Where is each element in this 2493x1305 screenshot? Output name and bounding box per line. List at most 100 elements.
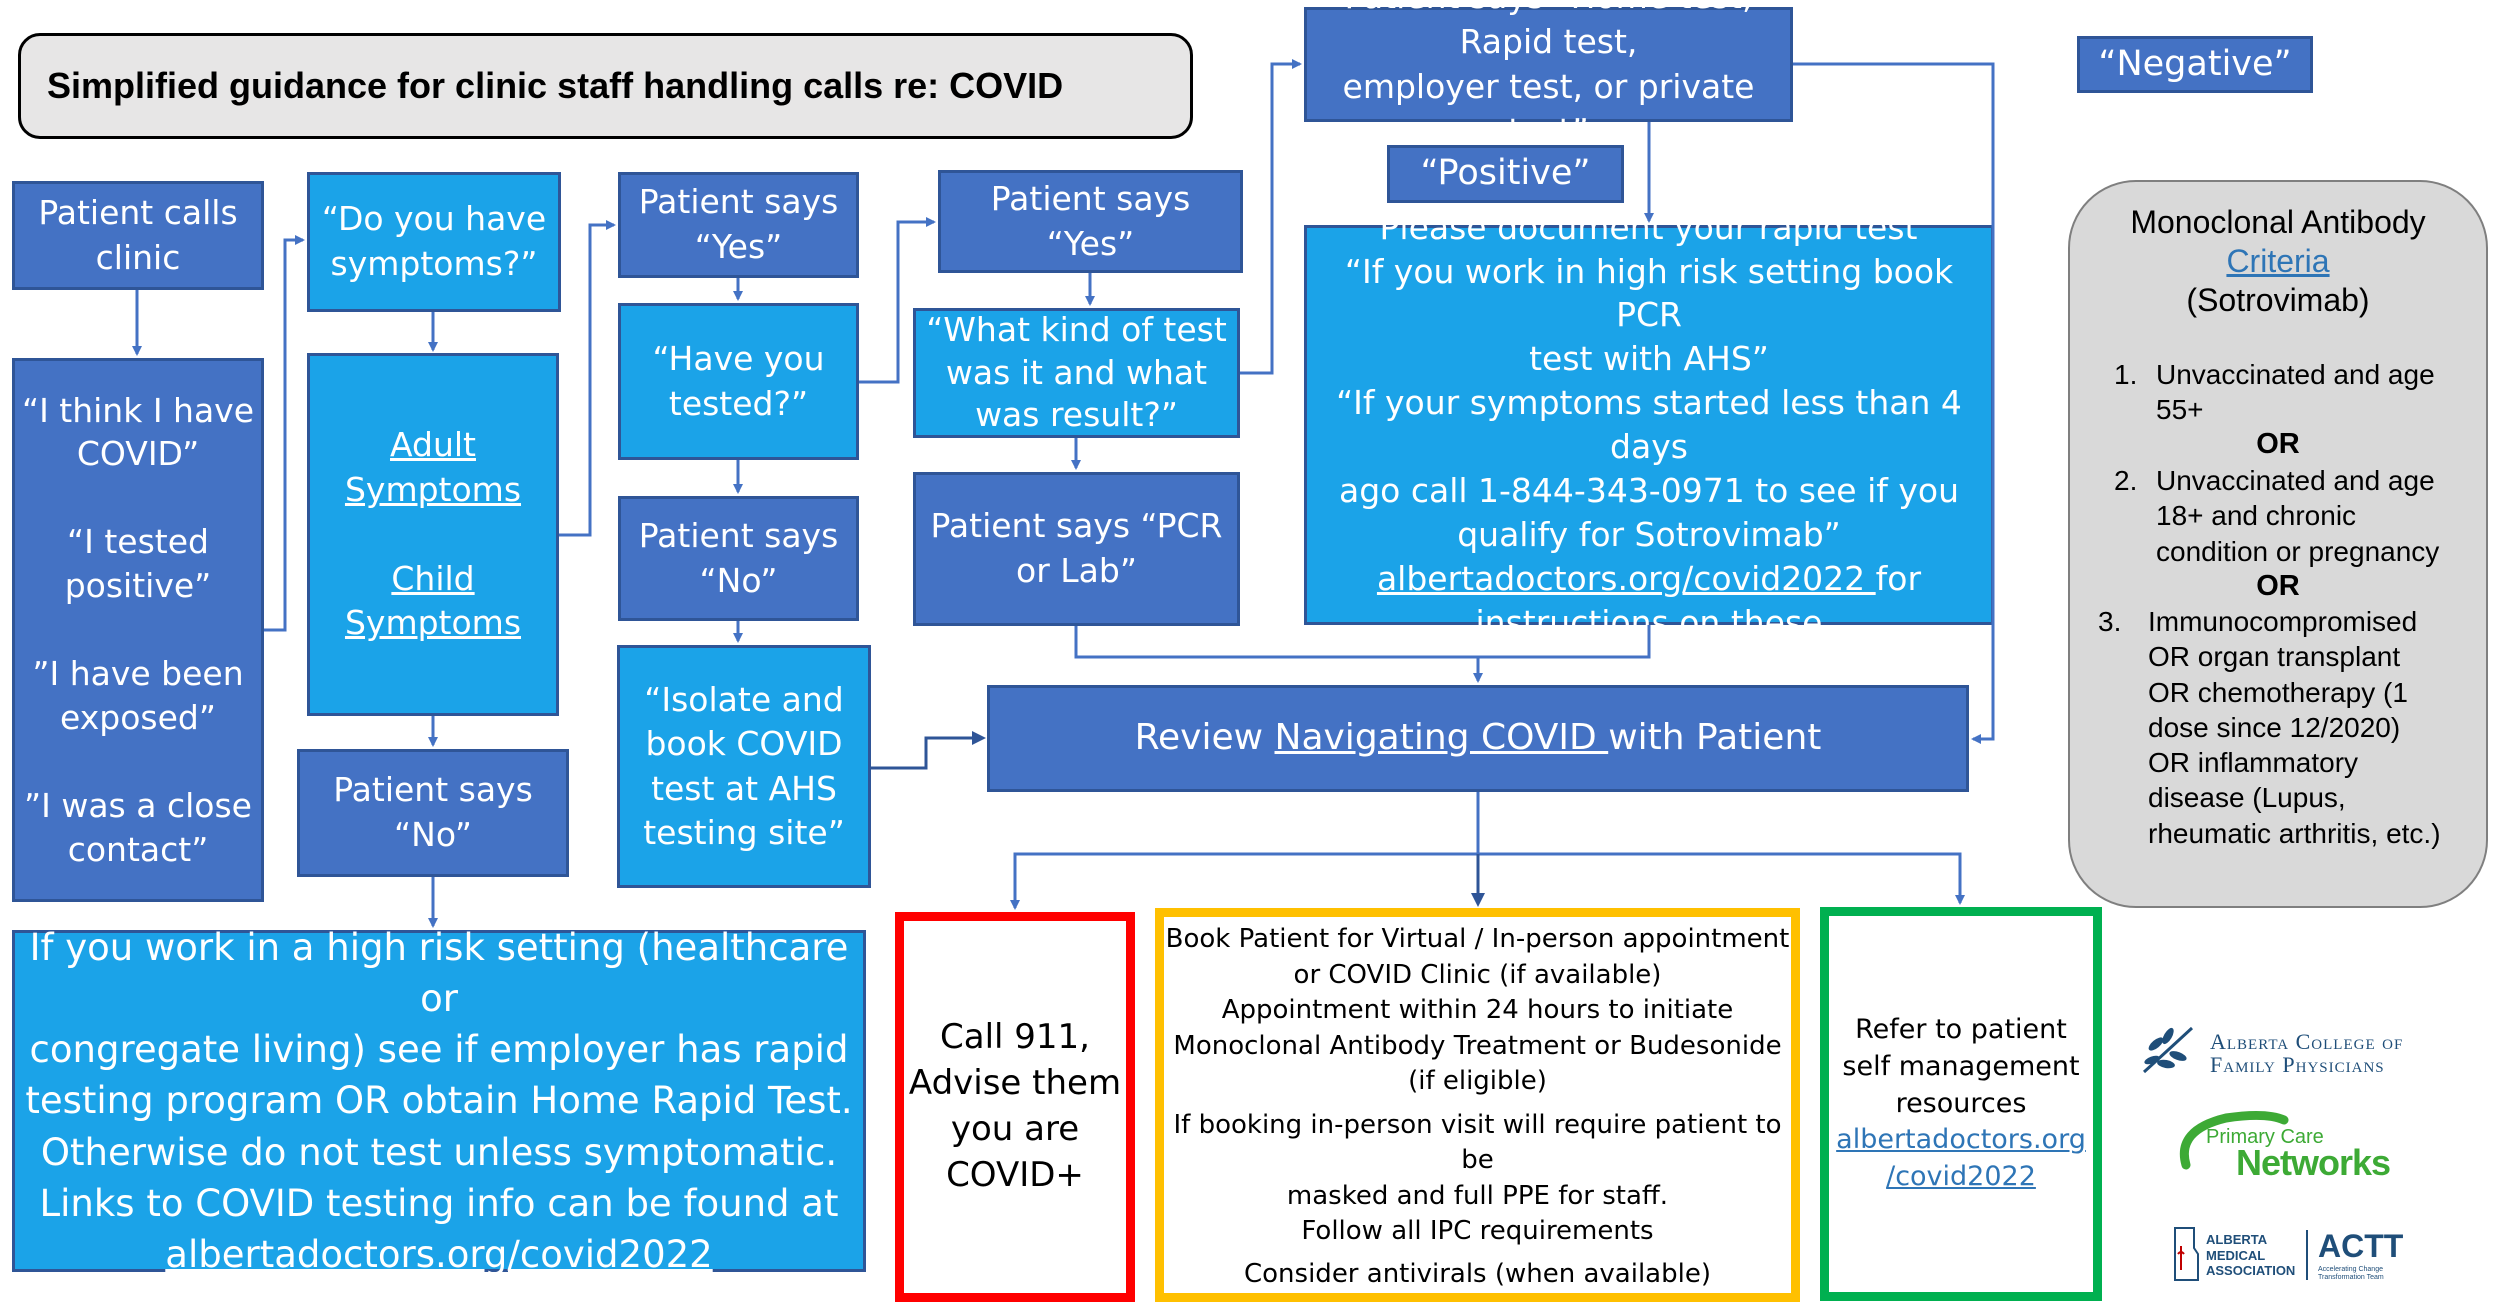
pcr-or-lab-line: Patient says “PCR bbox=[930, 506, 1223, 546]
child-symptoms-link[interactable]: Symptoms bbox=[344, 603, 522, 643]
arrow-document-to-review bbox=[1478, 625, 1651, 659]
albertadoctors-link[interactable]: albertadoctors.org/covid2022 bbox=[165, 1232, 713, 1276]
self-management-link[interactable]: /covid2022 bbox=[1886, 1161, 2036, 1193]
call-911-box: Call 911, Advise them you are COVID+ bbox=[895, 912, 1135, 1302]
document-line: “If you work in high risk setting book P… bbox=[1344, 251, 1954, 335]
book-line: If booking in-person visit will require … bbox=[1173, 1109, 1782, 1176]
criteria-line: condition or pregnancy bbox=[2156, 535, 2440, 567]
criteria-number: 2. bbox=[2114, 465, 2138, 496]
call-911-line: Call 911, bbox=[940, 1017, 1090, 1058]
call-911-line: you are bbox=[950, 1109, 1080, 1149]
arrow-home-to-review bbox=[1793, 62, 1995, 744]
book-appointment-box: Book Patient for Virtual / In-person app… bbox=[1155, 908, 1800, 1302]
arrow-review-to-red bbox=[1010, 852, 1478, 910]
book-line: or COVID Clinic (if available) bbox=[1293, 959, 1662, 990]
patient-says-yes-line: “Yes” bbox=[694, 227, 783, 266]
pcn-logo-line: Networks bbox=[2236, 1142, 2391, 1183]
criteria-line: 18+ and chronic bbox=[2156, 500, 2357, 532]
patient-says-yes-box-1: Patient says “Yes” bbox=[618, 172, 859, 278]
criteria-line: Unvaccinated and age bbox=[2156, 359, 2435, 390]
have-you-tested-box: “Have you tested?” bbox=[618, 303, 859, 460]
review-prefix: Review bbox=[1134, 717, 1275, 759]
statement-line: exposed” bbox=[60, 697, 216, 737]
ama-logo-line: ASSOCIATION bbox=[2206, 1263, 2296, 1279]
criteria-line: Immunocompromised bbox=[2148, 606, 2418, 637]
statement-line: COVID” bbox=[76, 434, 200, 474]
document-line: test with AHS” bbox=[1529, 339, 1769, 379]
adult-symptoms-link[interactable]: Symptoms bbox=[344, 469, 522, 509]
book-line: (if eligible) bbox=[1408, 1066, 1547, 1097]
what-kind-line: was result?” bbox=[975, 395, 1178, 435]
arrow-isolate-to-review bbox=[871, 731, 986, 770]
isolate-line: test at AHS bbox=[651, 768, 837, 808]
patient-calls-line: Patient calls bbox=[38, 192, 238, 232]
criteria-line: dose since 12/2020) bbox=[2148, 711, 2401, 743]
ama-logo: ALBERTA MEDICAL ASSOCIATION bbox=[2206, 1232, 2295, 1279]
pcr-or-lab-line: or Lab” bbox=[1016, 551, 1137, 590]
document-line: ago call 1-844-343-0971 to see if you bbox=[1338, 470, 1960, 510]
high-risk-line: Otherwise do not test unless symptomatic… bbox=[40, 1130, 838, 1174]
have-you-tested-line: tested?” bbox=[668, 383, 809, 423]
book-line: Appointment within 24 hours to initiate bbox=[1221, 995, 1734, 1026]
criteria-link[interactable]: Criteria bbox=[2226, 243, 2330, 279]
negative-label: “Negative” bbox=[2077, 36, 2313, 93]
criteria-line: OR chemotherapy (1 bbox=[2148, 676, 2408, 708]
albertadoctors-link[interactable]: albertadoctors.org/covid2022 bbox=[1376, 558, 1876, 598]
arrow-links-to-yes bbox=[559, 220, 616, 537]
high-risk-line: If you work in a high risk setting (heal… bbox=[29, 926, 849, 1021]
home-test-line: Patient says “Home test, Rapid test, bbox=[1345, 0, 1753, 61]
pcn-swoosh-icon bbox=[2180, 1110, 2289, 1170]
statement-line: “I tested bbox=[67, 522, 209, 562]
criteria-line: OR inflammatory bbox=[2148, 747, 2359, 779]
patient-says-no-line: “No” bbox=[699, 560, 778, 600]
criteria-line: 55+ bbox=[2156, 394, 2204, 426]
logo-divider bbox=[2306, 1230, 2308, 1280]
alberta-map-icon bbox=[2172, 1226, 2200, 1282]
criteria-line: disease (Lupus, bbox=[2148, 782, 2346, 814]
page-title-text: Simplified guidance for clinic staff han… bbox=[47, 65, 1064, 106]
book-line: Book Patient for Virtual / In-person app… bbox=[1165, 924, 1790, 954]
symptoms-question-line: “Do you have bbox=[321, 199, 547, 239]
page-title: Simplified guidance for clinic staff han… bbox=[18, 33, 1193, 139]
self-management-box: Refer to patient self management resourc… bbox=[1820, 907, 2102, 1301]
statement-line: contact” bbox=[67, 829, 209, 869]
statement-line: “I think I have bbox=[21, 390, 255, 430]
self-management-line: Refer to patient bbox=[1855, 1013, 2067, 1045]
criteria-line: rheumatic arthritis, etc.) bbox=[2148, 817, 2441, 849]
or-separator: OR bbox=[2256, 570, 2300, 602]
patient-calls-box: Patient calls clinic bbox=[12, 181, 264, 290]
pcn-logo: Primary Care Networks bbox=[2176, 1110, 2396, 1188]
patient-says-yes-line: Patient says bbox=[638, 182, 839, 222]
ama-logo-line: MEDICAL bbox=[2206, 1247, 2266, 1263]
arrow-kind-to-home bbox=[1240, 59, 1302, 375]
what-kind-line: “What kind of test bbox=[926, 309, 1227, 349]
symptoms-question-line: symptoms?” bbox=[330, 244, 538, 283]
patient-says-no-line: Patient says bbox=[638, 515, 839, 555]
criteria-item-2: Unvaccinated and age 18+ and chronic con… bbox=[2156, 463, 2439, 569]
pcn-logo-line: Primary Care bbox=[2206, 1126, 2324, 1148]
navigating-covid-link[interactable]: Navigating COVID bbox=[1274, 717, 1609, 759]
what-kind-line: was it and what bbox=[945, 352, 1208, 392]
acfp-logo: Alberta College of Family Physicians bbox=[2210, 1030, 2403, 1076]
do-you-have-symptoms-box: “Do you have symptoms?” bbox=[307, 172, 561, 312]
self-management-link[interactable]: albertadoctors.org bbox=[1836, 1124, 2086, 1156]
statement-line: positive” bbox=[64, 566, 212, 606]
home-test-box: Patient says “Home test, Rapid test, emp… bbox=[1304, 0, 1793, 150]
child-symptoms-link[interactable]: Child bbox=[391, 558, 475, 598]
patient-says-no-line: Patient says bbox=[333, 770, 533, 810]
actt-subtitle-line: Transformation Team bbox=[2318, 1274, 2384, 1282]
actt-subtitle-line: Accelerating Change bbox=[2318, 1266, 2383, 1273]
arrow-tested-to-yes bbox=[859, 217, 936, 384]
book-line: Monoclonal Antibody Treatment or Budeson… bbox=[1173, 1030, 1782, 1061]
self-management-line: resources bbox=[1895, 1087, 2027, 1119]
document-line: qualify for Sotrovimab” bbox=[1457, 514, 1841, 554]
high-risk-setting-box: If you work in a high risk setting (heal… bbox=[12, 926, 866, 1276]
ama-logo-line: ALBERTA bbox=[2206, 1232, 2268, 1247]
actt-logo: ACTT bbox=[2318, 1228, 2404, 1264]
have-you-tested-line: “Have you bbox=[652, 338, 825, 378]
adult-symptoms-link[interactable]: Adult bbox=[390, 424, 476, 464]
acfp-logo-line: Family Physicians bbox=[2210, 1052, 2385, 1078]
review-suffix: with Patient bbox=[1608, 717, 1822, 759]
book-line: Consider antivirals (when available) bbox=[1244, 1259, 1711, 1290]
book-line: masked and full PPE for staff. bbox=[1286, 1180, 1669, 1211]
